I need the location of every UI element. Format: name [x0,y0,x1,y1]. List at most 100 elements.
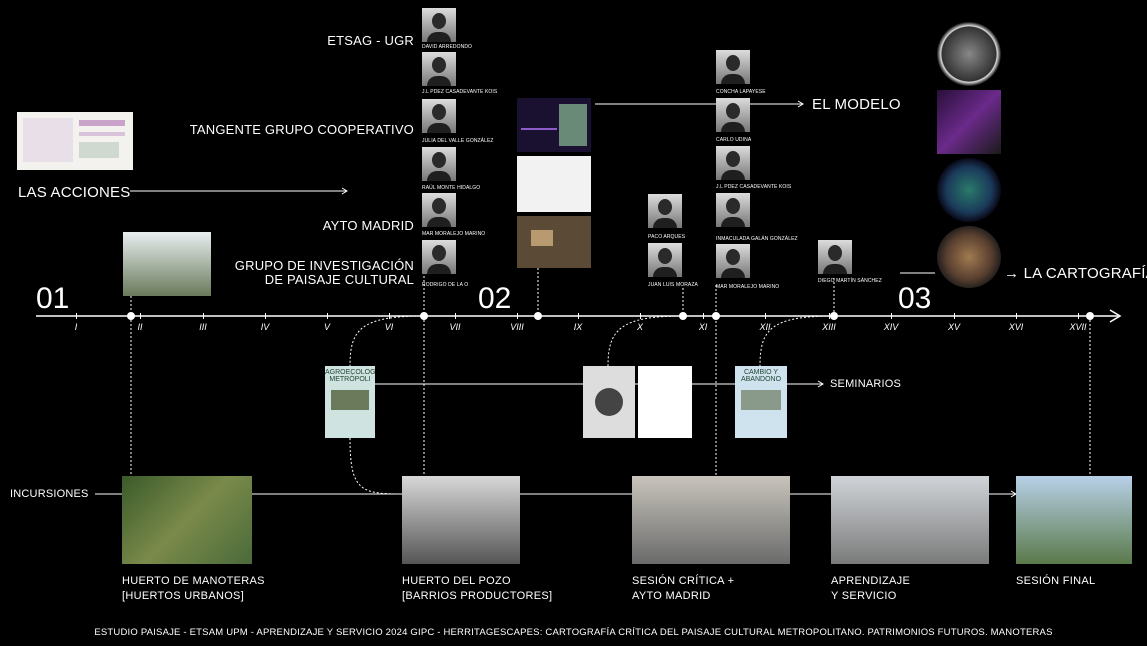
timeline-node-xi [712,312,720,320]
person-name: CARLO UDINA [716,137,752,143]
caption-line2: [BARRIOS PRODUCTORES] [402,590,553,602]
roman-numeral-label: X [636,322,644,332]
model-image-drawing [517,156,591,212]
timeline-tick [455,313,456,319]
person-name: JULIA DEL VALLE GONZÁLEZ [422,138,494,144]
timeline-tick [703,313,704,319]
timeline-node-vi [420,312,428,320]
phase-number-03: 03 [898,282,932,315]
caption-line1: HUERTO DEL POZO [402,575,511,587]
timeline-node-x [679,312,687,320]
roman-numeral-label: XVI [1008,322,1024,332]
roman-numeral-label: VII [449,322,461,332]
roman-numeral-label: XIV [883,322,899,332]
person-name: DAVID ARREDONDO [422,44,473,50]
person-photo [422,193,456,227]
incursion-caption-sesion-final: SESIÓN FINAL [1016,574,1095,589]
timeline-tick [640,313,641,319]
incursion-caption-sesion-critica: SESIÓN CRÍTICA + AYTO MADRID [632,574,734,604]
poster-cambio-line2: ABANDONO [740,376,782,383]
roman-numeral-label: IX [573,322,583,332]
timeline-tick [829,313,830,319]
timeline-tick [140,313,141,319]
incursion-photo-sesion-final [1016,476,1132,564]
poster-cambio-abandono: CAMBIO Y ABANDONO [735,366,787,438]
cartography-image-4 [937,226,1001,288]
roman-numeral-label: XI [698,322,708,332]
la-cartografia-label: → LA CARTOGRAFÍA [1004,265,1147,282]
caption-line2: AYTO MADRID [632,590,711,602]
model-image-physical [517,216,591,268]
timeline-tick [265,313,266,319]
timeline-tick [954,313,955,319]
roman-numeral-label: V [323,322,331,332]
timeline-node-viii [534,312,542,320]
garden-visit-photo [123,232,211,296]
person-photo [818,240,852,274]
person-name: RODRIGO DE LA O [422,282,469,288]
timeline-tick [76,313,77,319]
roman-numeral-label: VIII [510,322,524,332]
person-photo [716,193,750,227]
poster-agro-line2: METRÓPOLI [329,376,371,383]
el-modelo-label: EL MODELO [812,96,901,113]
person-name: JUAN LUIS MORAZA [648,282,698,288]
poster-cambio-line1: CAMBIO Y [743,369,779,376]
timeline-tick [327,313,328,319]
person-name: MAR MORALEJO MARINO [422,231,486,237]
group-tangente: TANGENTE GRUPO COOPERATIVO [189,122,414,137]
roman-numeral-label: I [74,322,78,332]
timeline-tick [203,313,204,319]
person-name: PACO ARQUES [648,234,686,240]
cartography-image-1 [937,22,1001,86]
person-name: J.L PDEZ CASADEVANTE KOIS [422,89,498,95]
timeline-tick [1016,313,1017,319]
poster-agro-line1: AGROECOLOGÍA [325,369,375,376]
phase-number-02: 02 [478,282,512,315]
timeline-tick [765,313,766,319]
model-image-screen [517,98,591,152]
person-photo [422,147,456,181]
timeline-node-ii [127,312,135,320]
incursion-photo-sesion-critica [632,476,790,564]
person-photo [648,194,682,228]
roman-numeral-label: XII [759,322,771,332]
phase-number-01: 01 [36,282,70,315]
group-investigacion-line2: DE PAISAJE CULTURAL [264,272,414,287]
las-acciones-label: LAS ACCIONES [18,184,131,201]
poster-seminar-2 [583,366,635,438]
group-investigacion-line1: GRUPO DE INVESTIGACIÓN [234,258,414,273]
caption-line2: Y SERVICIO [831,590,897,602]
caption-line2: [HUERTOS URBANOS] [122,590,245,602]
person-name: DIEGO MARTÍN SÁNCHEZ [818,278,882,284]
timeline-tick [517,313,518,319]
cartography-image-3 [937,158,1001,222]
roman-numeral-label: VI [384,322,394,332]
timeline-tick [891,313,892,319]
footer-title: ESTUDIO PAISAJE - ETSAM UPM - APRENDIZAJ… [94,627,1053,638]
person-photo [716,146,750,180]
person-name: J.L PDEZ CASADEVANTE KOIS [716,184,792,190]
seminarios-label: SEMINARIOS [830,378,902,390]
incursion-photo-aprendizaje [831,476,989,564]
person-photo [422,99,456,133]
incursion-photo-pozo [402,476,520,564]
person-photo [422,240,456,274]
poster-agroecologia: AGROECOLOGÍA METRÓPOLI [325,366,375,438]
person-photo [422,8,456,42]
incursion-caption-manoteras: HUERTO DE MANOTERAS [HUERTOS URBANOS] [122,574,265,604]
person-photo [648,243,682,277]
roman-numeral-label: III [199,322,207,332]
poster-seminar-blank [638,366,692,438]
incursion-photo-manoteras [122,476,252,564]
roman-numeral-label: IV [260,322,270,332]
person-photo [716,50,750,84]
group-ayto-madrid: AYTO MADRID [322,218,414,233]
timeline-arrowhead [1109,309,1122,323]
acciones-document-thumbnail [17,112,133,170]
timeline-node-xiii [830,312,838,320]
person-name: CONCHA LAPAYESE [716,89,766,95]
roman-numeral-label: XV [947,322,961,332]
caption-line1: SESIÓN FINAL [1016,575,1096,587]
caption-line1: APRENDIZAJE [831,575,911,587]
